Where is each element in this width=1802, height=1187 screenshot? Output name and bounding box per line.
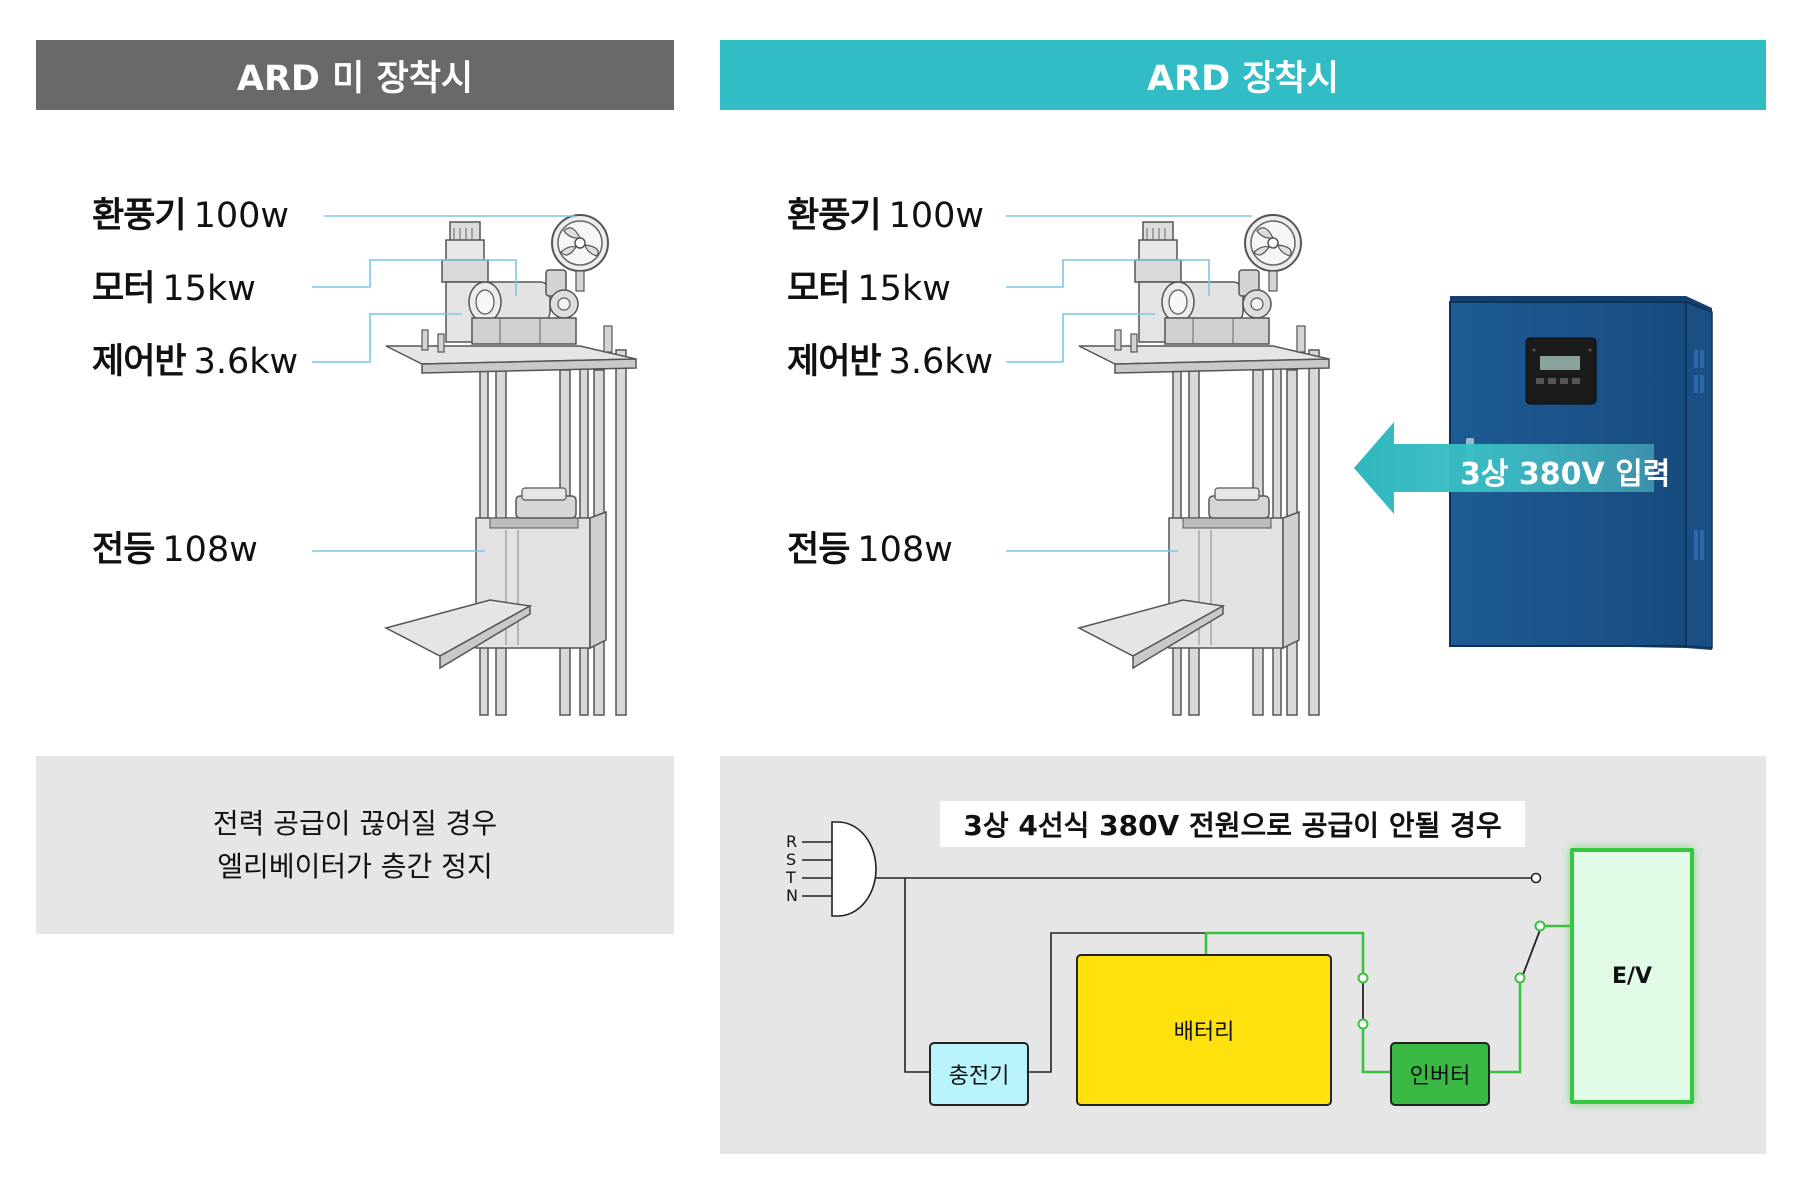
battery-box: 배터리 <box>1076 954 1332 1106</box>
circuit-diagram: 3상 4선식 380V 전원으로 공급이 안될 경우 R S T N <box>720 756 1766 1154</box>
header-with-ard: ARD 장착시 <box>720 40 1766 110</box>
input-arrow <box>1354 422 1654 514</box>
note-without-ard: 전력 공급이 끊어질 경우 엘리베이터가 층간 정지 <box>36 756 674 934</box>
phase-n: N <box>786 886 798 905</box>
note-line-1: 전력 공급이 끊어질 경우 <box>212 806 498 840</box>
phase-r: R <box>786 832 798 851</box>
note-line-2: 엘리베이터가 층간 정지 <box>217 850 493 883</box>
diagram-title: 3상 4선식 380V 전원으로 공급이 안될 경우 <box>940 801 1525 847</box>
phase-t: T <box>786 868 796 887</box>
circuit-wires <box>802 821 1570 1074</box>
inverter-box: 인버터 <box>1390 1042 1490 1106</box>
elevator-box: E/V <box>1570 848 1694 1104</box>
header-without-ard: ARD 미 장착시 <box>36 40 674 110</box>
ard-input-label: 3상 380V 입력 <box>1460 457 1671 492</box>
charger-box: 충전기 <box>929 1042 1029 1106</box>
phase-s: S <box>786 850 797 869</box>
